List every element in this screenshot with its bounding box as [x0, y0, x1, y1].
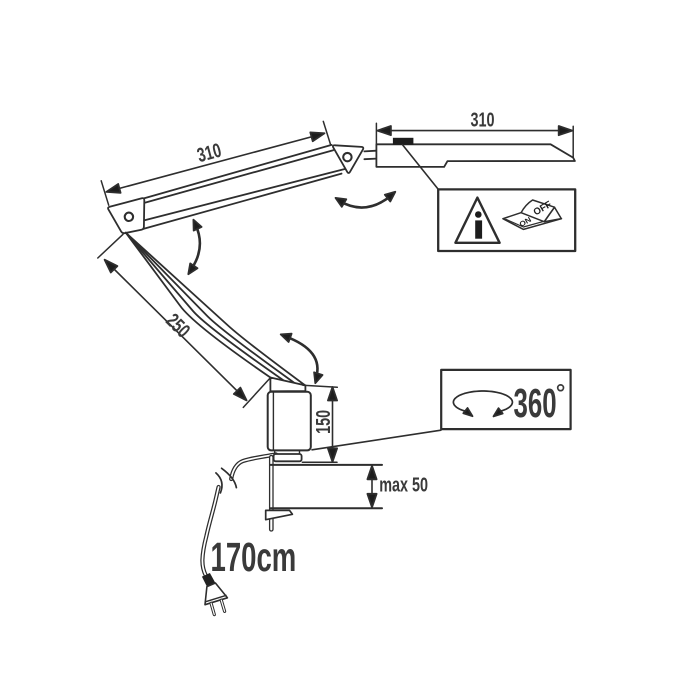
svg-text:310: 310: [471, 108, 495, 131]
svg-text:360: 360: [514, 381, 557, 426]
svg-text:max 50: max 50: [379, 473, 428, 496]
svg-text:170cm: 170cm: [211, 536, 297, 580]
svg-text:150: 150: [312, 410, 335, 434]
